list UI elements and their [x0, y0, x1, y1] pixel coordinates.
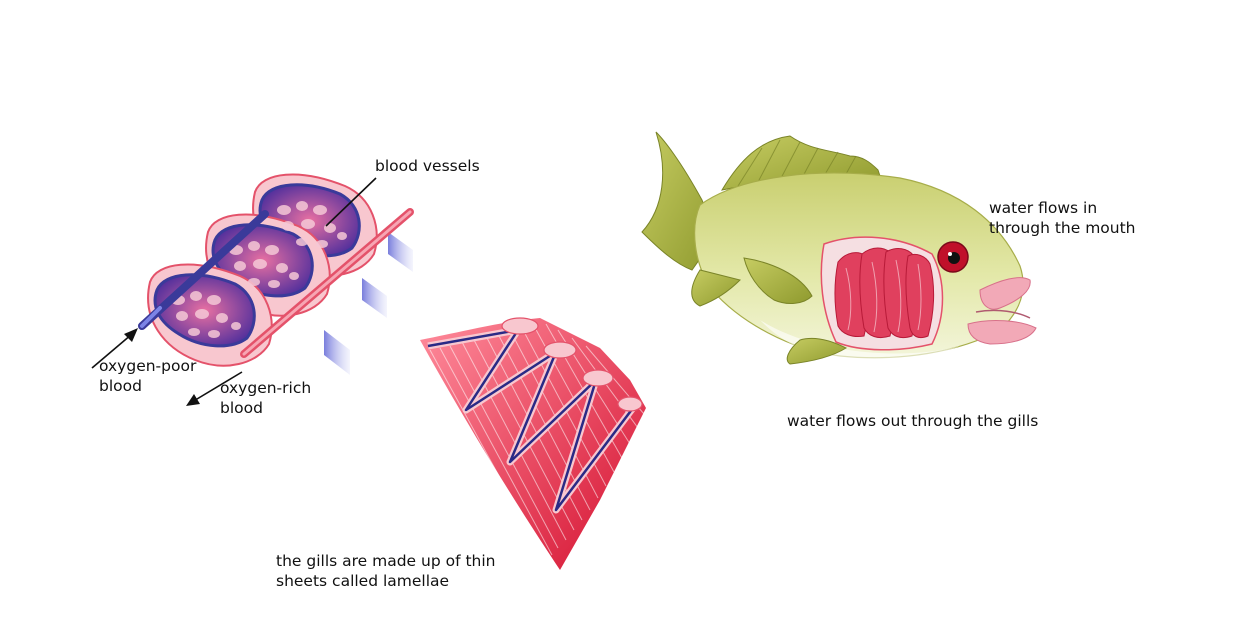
lamellae-line1: the gills are made up of thin [276, 551, 496, 571]
water-in-line2: through the mouth [989, 218, 1136, 238]
gill-filaments-illustration [420, 318, 646, 570]
oxygen-poor-line2: blood [99, 376, 196, 396]
fish-illustration [642, 132, 1036, 364]
oxygen-poor-blood-label: oxygen-poor blood [99, 356, 196, 396]
water-out-text: water flows out through the gills [787, 411, 1038, 431]
fish-lower-jaw [968, 321, 1036, 344]
oxygen-rich-blood-label: oxygen-rich blood [220, 378, 311, 418]
water-in-line1: water flows in [989, 198, 1136, 218]
oxygen-poor-line1: oxygen-poor [99, 356, 196, 376]
oxygen-rich-line1: oxygen-rich [220, 378, 311, 398]
water-flow-shape [324, 330, 350, 375]
water-flow-shape [362, 278, 387, 318]
lamellae-line2: sheets called lamellae [276, 571, 496, 591]
blood-vessels-label: blood vessels [375, 156, 480, 176]
water-in-label: water flows in through the mouth [989, 198, 1136, 238]
water-flow-shape [388, 232, 413, 272]
lamellae-blood-vessel-illustration [142, 175, 413, 375]
blood-vessels-text: blood vessels [375, 156, 480, 176]
oxygen-rich-line2: blood [220, 398, 311, 418]
lamellae-label: the gills are made up of thin sheets cal… [276, 551, 496, 591]
water-out-label: water flows out through the gills [787, 411, 1038, 431]
